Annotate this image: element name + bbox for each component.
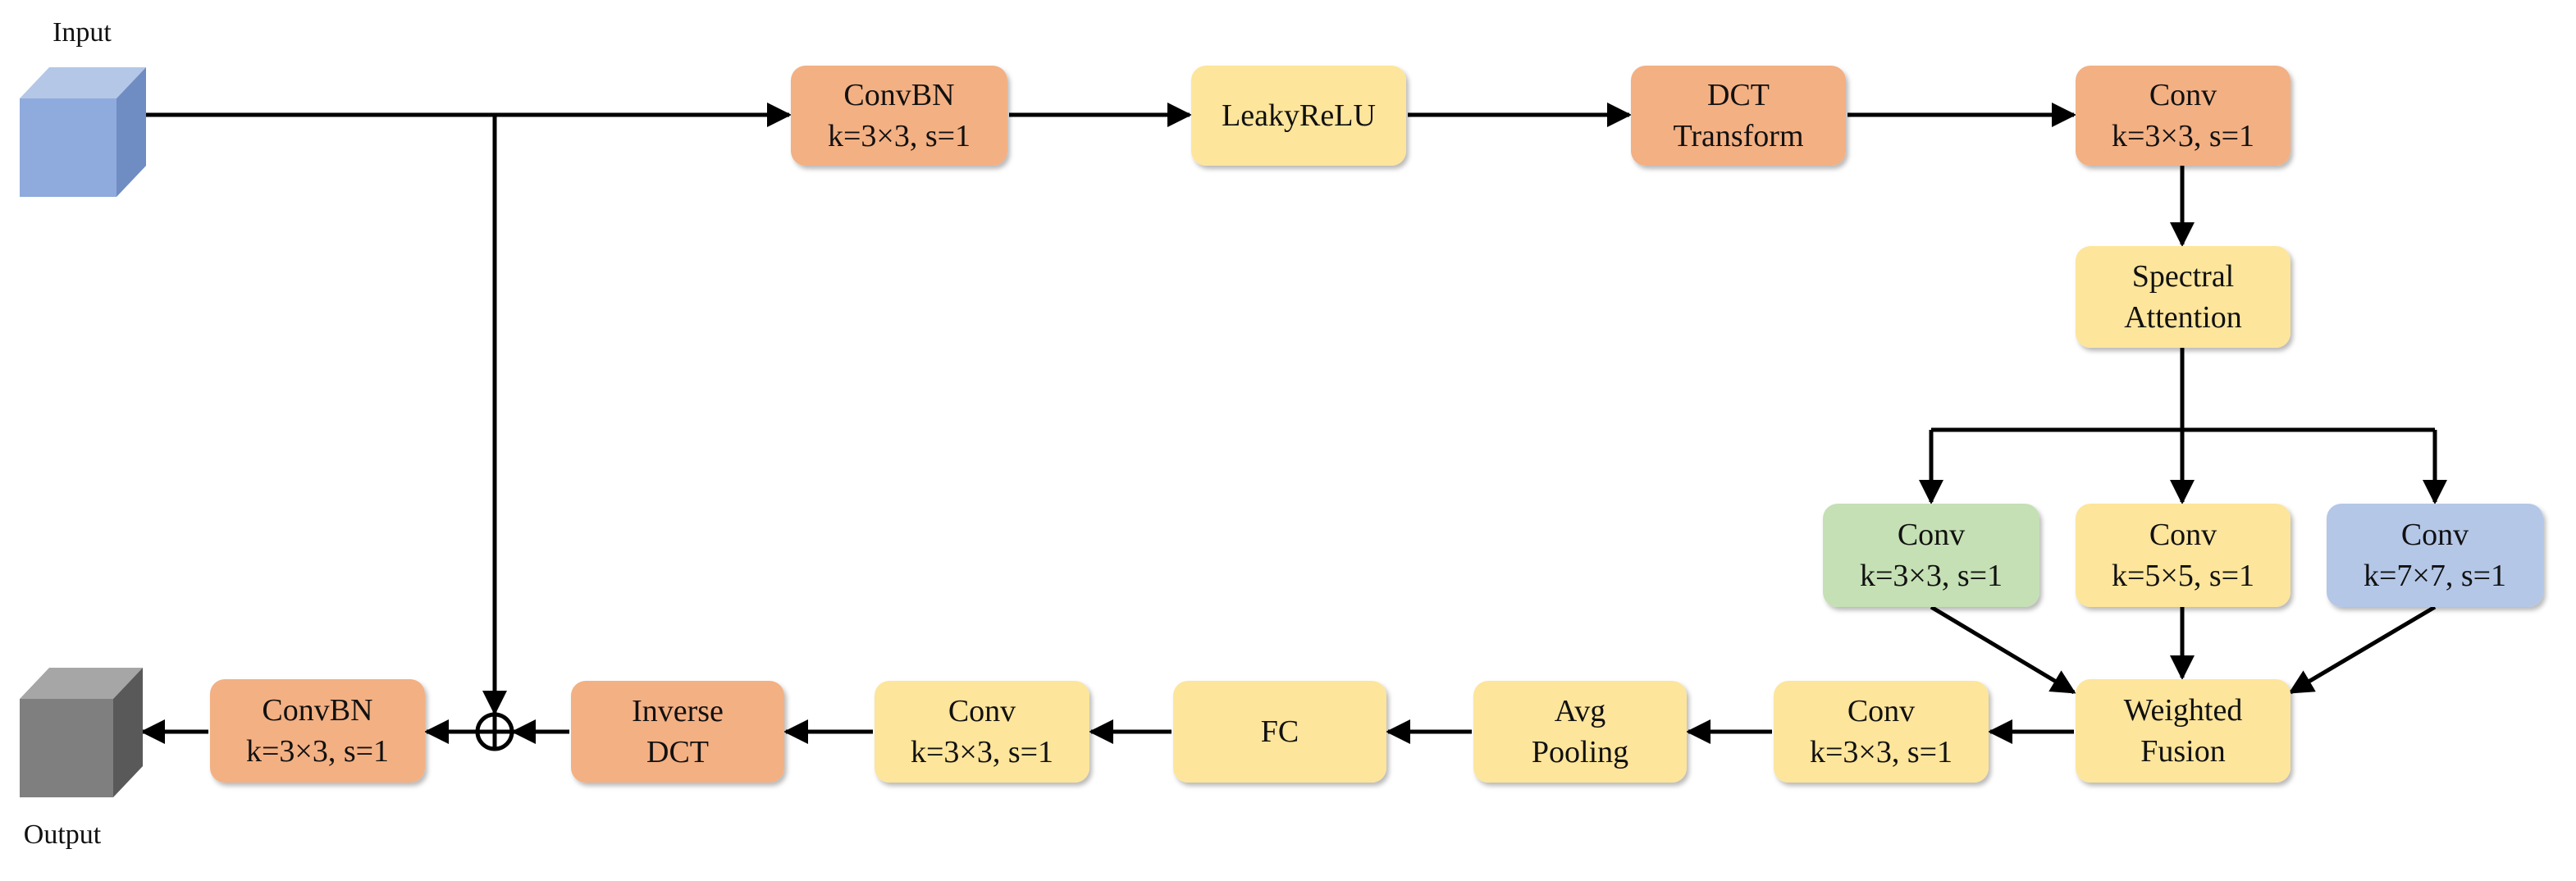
block-dct-transform: DCT Transform [1631, 66, 1846, 166]
block-conv-3x3-branch-line1: Conv [1898, 518, 1965, 552]
arrow-conv-3x3-to-fusion [1930, 605, 2076, 695]
block-leakyrelu-box [1191, 66, 1406, 166]
input-label: Input [53, 17, 112, 48]
block-conv-5x5-branch: Conv k=5×5, s=1 [2076, 504, 2291, 607]
block-convbn-top-line2: k=3×3, s=1 [828, 119, 971, 153]
block-conv-3x3-branch: Conv k=3×3, s=1 [1823, 504, 2039, 607]
block-dct-transform-line2: Transform [1673, 119, 1803, 153]
block-convbn-bottom-line1: ConvBN [262, 693, 372, 728]
block-conv-after-fusion-line1: Conv [1848, 694, 1915, 728]
block-spectral-attention-line2: Attention [2124, 300, 2242, 335]
block-convbn-top-box [791, 66, 1007, 166]
input-cube-icon [20, 67, 146, 197]
block-weighted-fusion-line2: Fusion [2140, 734, 2225, 769]
block-avg-pooling-box [1473, 681, 1687, 783]
connector-lines [140, 103, 2447, 744]
elementwise-sum-icon [475, 712, 514, 751]
block-leakyrelu: LeakyReLU [1191, 66, 1406, 166]
block-conv-5x5-branch-box [2076, 504, 2291, 607]
block-dct-transform-line1: DCT [1707, 78, 1770, 112]
block-conv-after-fusion-line2: k=3×3, s=1 [1810, 735, 1953, 769]
arrow-conv-7x7-to-fusion [2288, 605, 2437, 695]
block-avg-pooling-line1: Avg [1555, 694, 1606, 728]
block-weighted-fusion-box [2076, 679, 2291, 783]
block-conv-5x5-branch-line1: Conv [2149, 518, 2217, 552]
block-spectral-attention-line1: Spectral [2132, 259, 2235, 294]
block-conv-top-line2: k=3×3, s=1 [2112, 119, 2254, 153]
block-conv-3x3-branch-line2: k=3×3, s=1 [1860, 559, 2003, 593]
block-conv-3x3-branch-box [1823, 504, 2039, 607]
block-spectral-attention-box [2076, 246, 2291, 348]
block-avg-pooling-line2: Pooling [1532, 735, 1628, 769]
block-inverse-dct-line2: DCT [646, 735, 709, 769]
block-fc-box [1173, 681, 1386, 783]
block-conv-7x7-branch: Conv k=7×7, s=1 [2327, 504, 2543, 607]
block-conv-top-box [2076, 66, 2291, 166]
block-inverse-dct-line1: Inverse [632, 694, 724, 728]
block-convbn-bottom-box [210, 679, 425, 783]
block-conv-7x7-branch-box [2327, 504, 2543, 607]
block-conv-bottom: Conv k=3×3, s=1 [875, 681, 1089, 783]
output-cube-icon [20, 668, 143, 797]
block-convbn-top: ConvBN k=3×3, s=1 [791, 66, 1007, 166]
block-conv-after-fusion: Conv k=3×3, s=1 [1774, 681, 1989, 783]
output-label: Output [24, 819, 102, 850]
block-conv-bottom-line1: Conv [948, 694, 1016, 728]
block-leakyrelu-line1: LeakyReLU [1222, 98, 1376, 133]
block-conv-7x7-branch-line1: Conv [2401, 518, 2469, 552]
block-inverse-dct-box [571, 681, 784, 783]
block-conv-top-line1: Conv [2149, 78, 2217, 112]
block-conv-7x7-branch-line2: k=7×7, s=1 [2364, 559, 2506, 593]
block-conv-bottom-box [875, 681, 1089, 783]
block-fc-line1: FC [1261, 714, 1299, 749]
block-dct-transform-box [1631, 66, 1846, 166]
block-conv-bottom-line2: k=3×3, s=1 [911, 735, 1053, 769]
block-conv-5x5-branch-line2: k=5×5, s=1 [2112, 559, 2254, 593]
block-conv-top: Conv k=3×3, s=1 [2076, 66, 2291, 166]
block-convbn-bottom-line2: k=3×3, s=1 [246, 734, 389, 769]
block-weighted-fusion-line1: Weighted [2124, 693, 2243, 728]
block-fc: FC [1173, 681, 1386, 783]
block-conv-after-fusion-box [1774, 681, 1989, 783]
block-convbn-top-line1: ConvBN [843, 78, 954, 112]
block-convbn-bottom: ConvBN k=3×3, s=1 [210, 679, 425, 783]
